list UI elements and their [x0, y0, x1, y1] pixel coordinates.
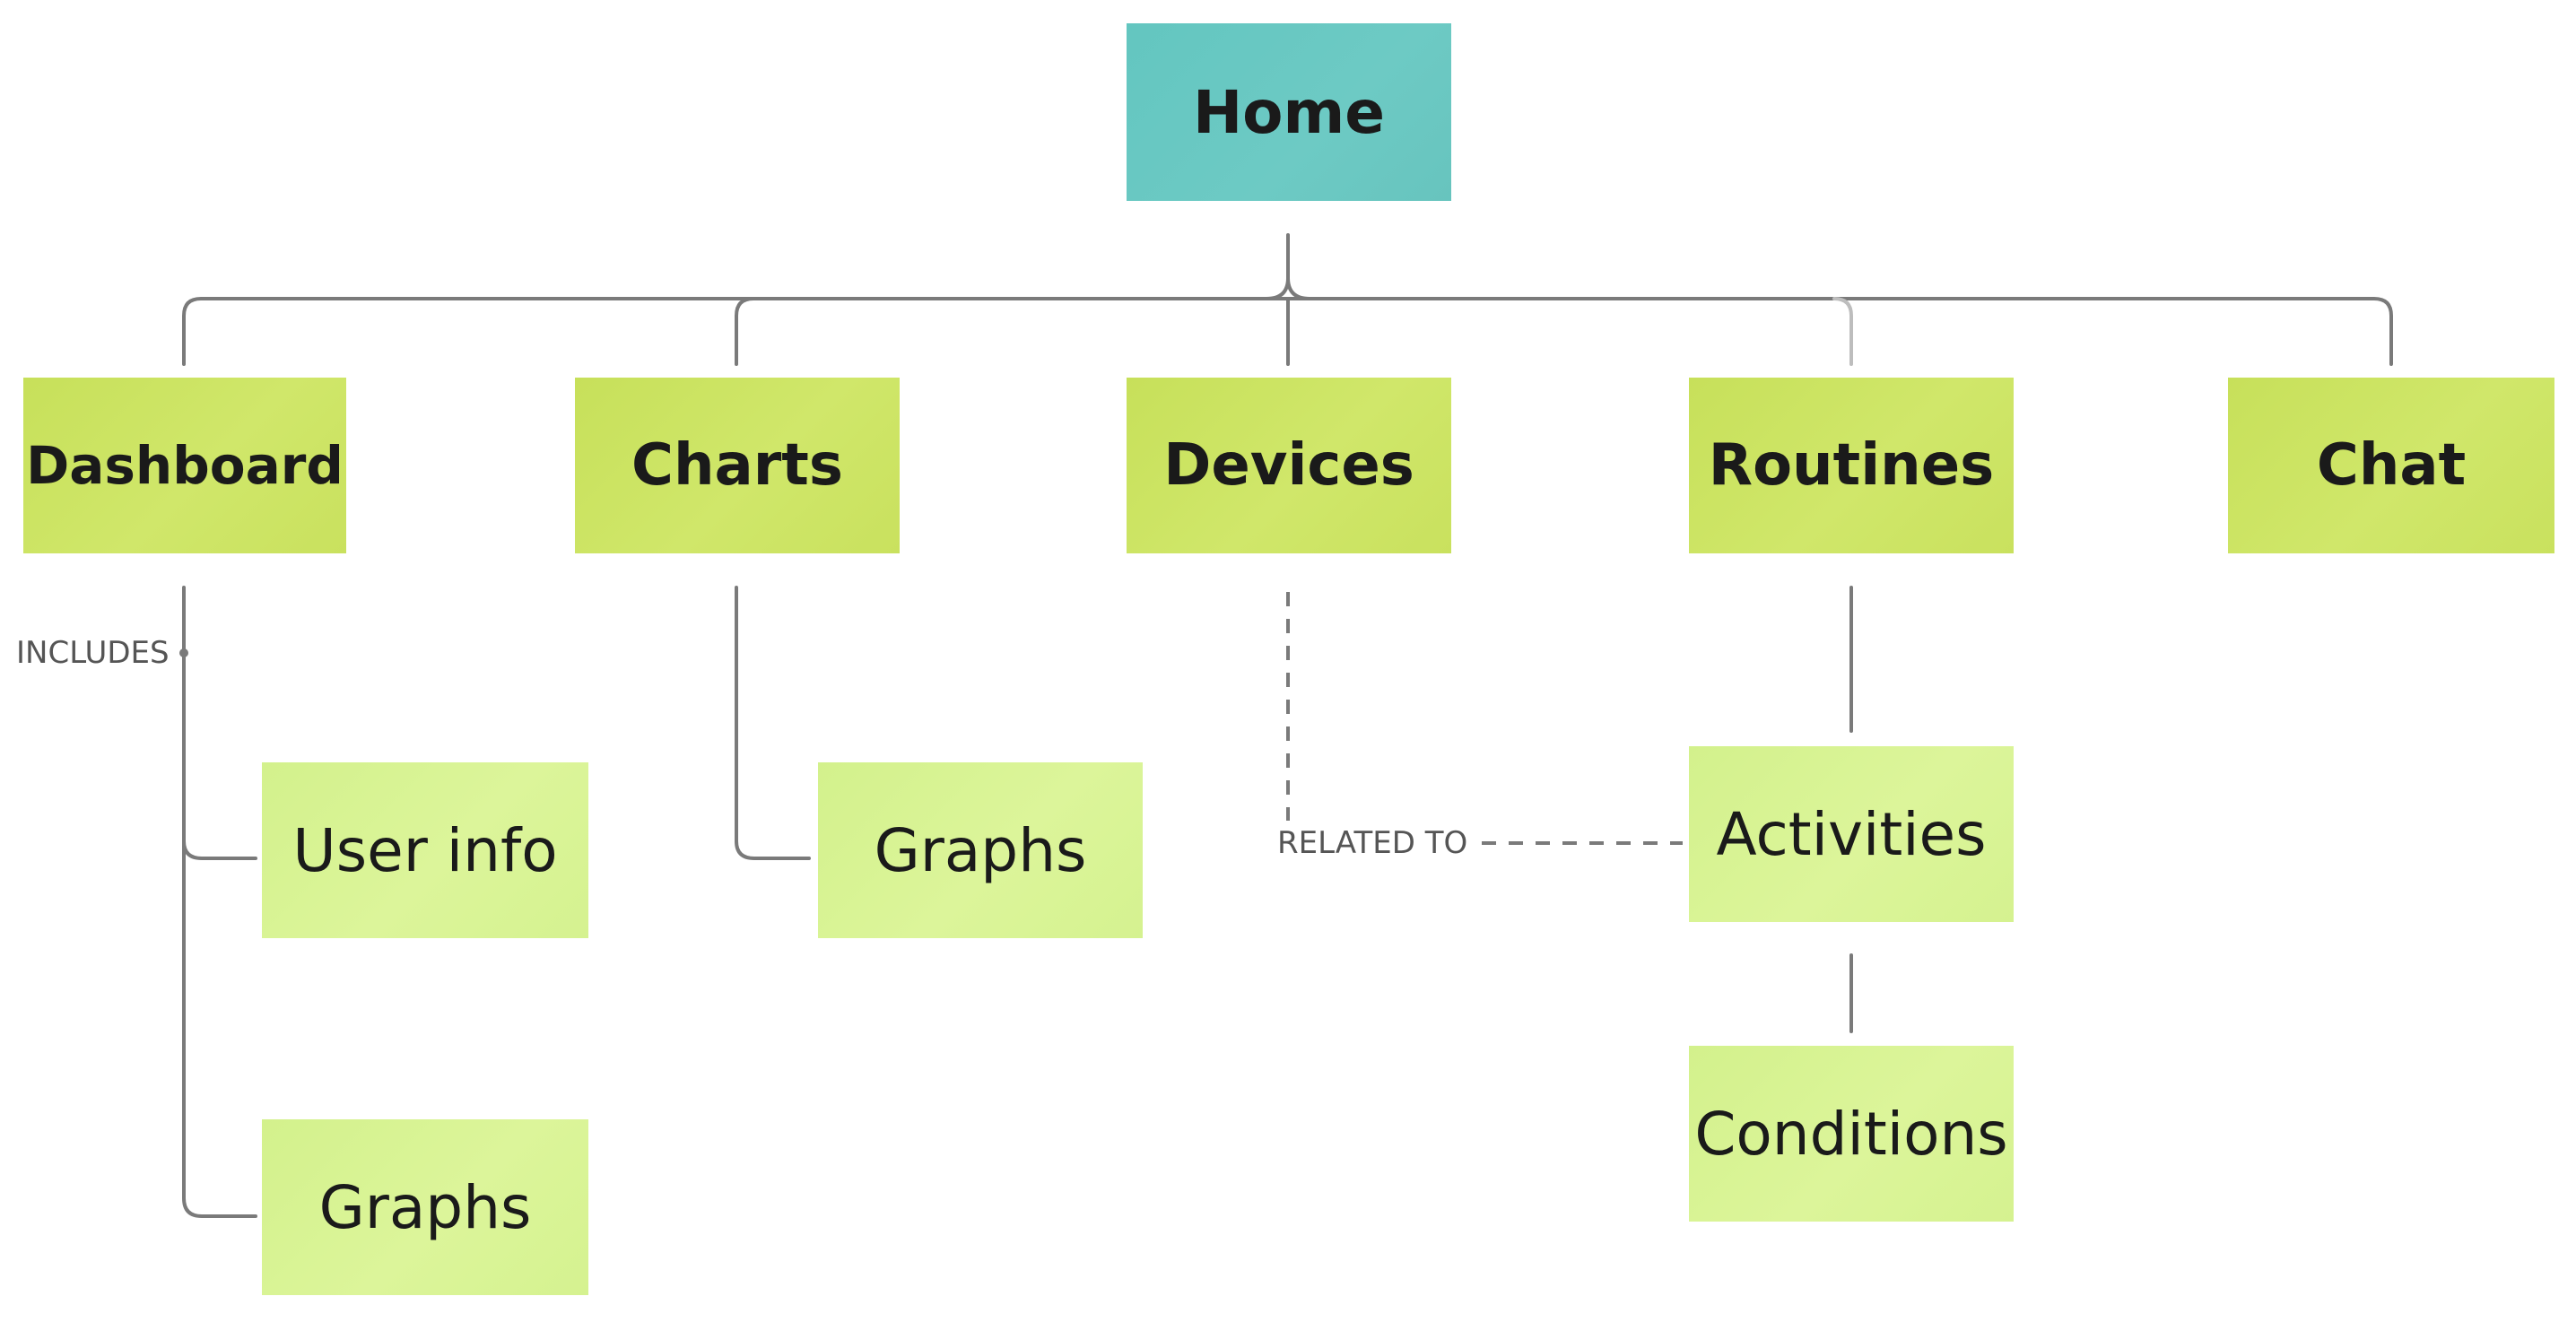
node-home[interactable]: Home	[1127, 23, 1451, 201]
connector-charts-graphs	[735, 586, 811, 860]
connector-home-junction	[1265, 276, 1311, 300]
edge-label-includes: INCLUDES	[13, 635, 173, 671]
connector-dashboard-userinfo	[182, 839, 257, 860]
node-charts[interactable]: Charts	[575, 378, 900, 553]
node-charts-label: Charts	[631, 432, 843, 499]
node-dashboard-graphs[interactable]: Graphs	[262, 1119, 588, 1295]
connector-dashboard-spine	[182, 586, 257, 1218]
node-conditions[interactable]: Conditions	[1689, 1046, 2014, 1222]
node-devices[interactable]: Devices	[1127, 378, 1451, 553]
node-conditions-label: Conditions	[1694, 1099, 2008, 1169]
node-user-info[interactable]: User info	[262, 762, 588, 938]
node-dashboard-graphs-label: Graphs	[318, 1172, 532, 1242]
connector-to-routines	[1832, 297, 1853, 366]
node-dashboard-label: Dashboard	[26, 435, 344, 496]
node-chat-label: Chat	[2316, 432, 2467, 499]
node-home-label: Home	[1192, 77, 1386, 147]
node-user-info-label: User info	[292, 815, 558, 885]
node-charts-graphs-label: Graphs	[874, 815, 1087, 885]
connector-to-charts	[735, 297, 755, 366]
node-activities-label: Activities	[1716, 799, 1987, 869]
node-charts-graphs[interactable]: Graphs	[818, 762, 1143, 938]
node-chat[interactable]: Chat	[2228, 378, 2554, 553]
includes-dot	[179, 648, 188, 657]
node-dashboard[interactable]: Dashboard	[23, 378, 346, 553]
edge-label-related-to: RELATED TO	[1272, 825, 1474, 861]
node-routines[interactable]: Routines	[1689, 378, 2014, 553]
node-devices-label: Devices	[1163, 432, 1414, 499]
node-activities[interactable]: Activities	[1689, 746, 2014, 922]
node-routines-label: Routines	[1708, 432, 1995, 499]
